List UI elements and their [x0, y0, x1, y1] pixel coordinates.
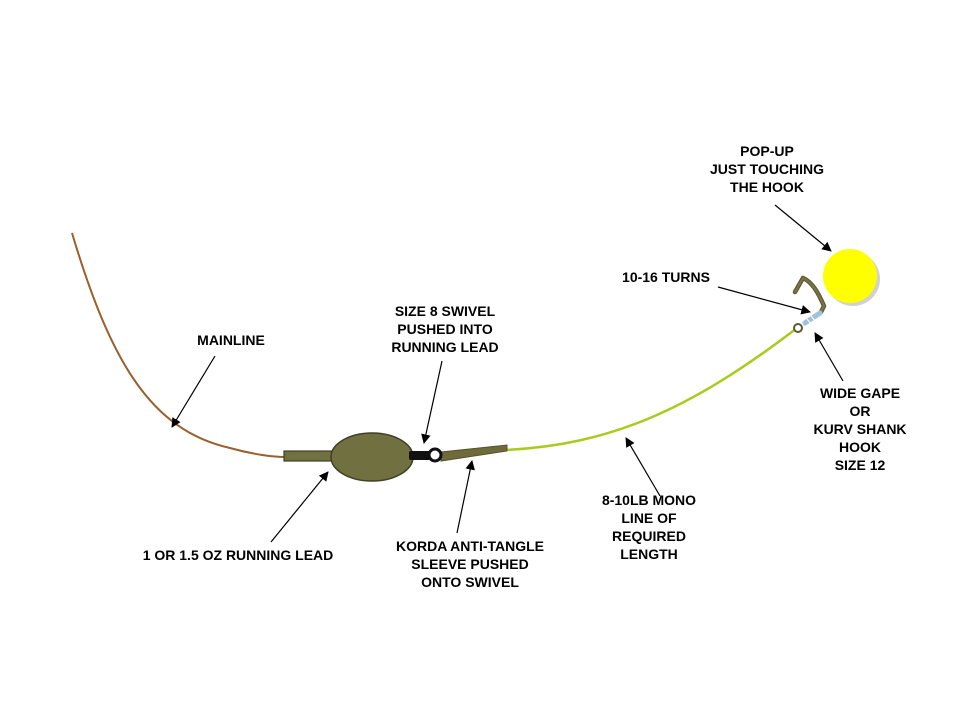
mono-label-line: LENGTH — [620, 546, 678, 562]
hook-label-line: SIZE 12 — [834, 457, 886, 473]
hook-label-line: WIDE GAPE — [819, 385, 901, 401]
hook-label-line: OR — [849, 403, 871, 419]
swivel-label-line: SIZE 8 SWIVEL — [394, 303, 496, 319]
turns-label: 10-16 TURNS — [586, 268, 746, 286]
anti-tangle-sleeve — [440, 444, 508, 462]
popup-label-line: THE HOOK — [730, 179, 804, 195]
mono-label: 8-10LB MONO LINE OF REQUIRED LENGTH — [574, 491, 724, 563]
size-8-swivel — [409, 447, 443, 463]
hook-eye — [793, 323, 803, 333]
popup-label-line: POP-UP — [740, 143, 794, 159]
lead-label-line: 1 OR 1.5 OZ RUNNING LEAD — [142, 547, 334, 563]
popup-label-line: JUST TOUCHING — [709, 161, 825, 177]
lead-arrow — [270, 471, 329, 543]
sleeve-label-line: SLEEVE PUSHED — [411, 556, 529, 572]
turns-label-line: 10-16 TURNS — [622, 269, 710, 285]
sleeve-label: KORDA ANTI-TANGLE SLEEVE PUSHED ONTO SWI… — [370, 537, 570, 591]
mainline-label-line: MAINLINE — [197, 332, 265, 348]
running-lead-body — [330, 432, 414, 482]
hook-label-line: KURV SHANK — [813, 421, 907, 437]
mono-arrow — [625, 437, 661, 497]
swivel-label-line: RUNNING LEAD — [391, 339, 499, 355]
sleeve-label-line: KORDA ANTI-TANGLE — [395, 538, 545, 554]
hook — [792, 275, 827, 325]
swivel-label: SIZE 8 SWIVEL PUSHED INTO RUNNING LEAD — [370, 302, 520, 356]
mono-hooklink-line — [504, 327, 798, 452]
turns-arrow — [717, 286, 811, 315]
sleeve-arrow — [456, 460, 475, 534]
mainline-label: MAINLINE — [171, 331, 291, 349]
swivel-label-line: PUSHED INTO — [397, 321, 493, 337]
lead-tube — [283, 450, 337, 462]
hook-label-line: HOOK — [839, 439, 881, 455]
popup-boilie — [823, 249, 877, 303]
mono-label-line: REQUIRED — [612, 528, 686, 544]
knotless-wraps — [802, 310, 823, 326]
lead-label: 1 OR 1.5 OZ RUNNING LEAD — [118, 546, 358, 564]
mono-label-line: LINE OF — [621, 510, 677, 526]
popup-arrow — [774, 204, 832, 252]
mainline-line — [71, 232, 286, 458]
hook-arrow — [814, 332, 844, 382]
sleeve-label-line: ONTO SWIVEL — [421, 574, 519, 590]
hook-label: WIDE GAPE OR KURV SHANK HOOK SIZE 12 — [795, 384, 925, 474]
mono-label-line: 8-10LB MONO — [601, 492, 697, 508]
swivel-arrow — [421, 360, 443, 444]
popup-label: POP-UP JUST TOUCHING THE HOOK — [667, 142, 867, 196]
mainline-arrow — [171, 355, 216, 428]
